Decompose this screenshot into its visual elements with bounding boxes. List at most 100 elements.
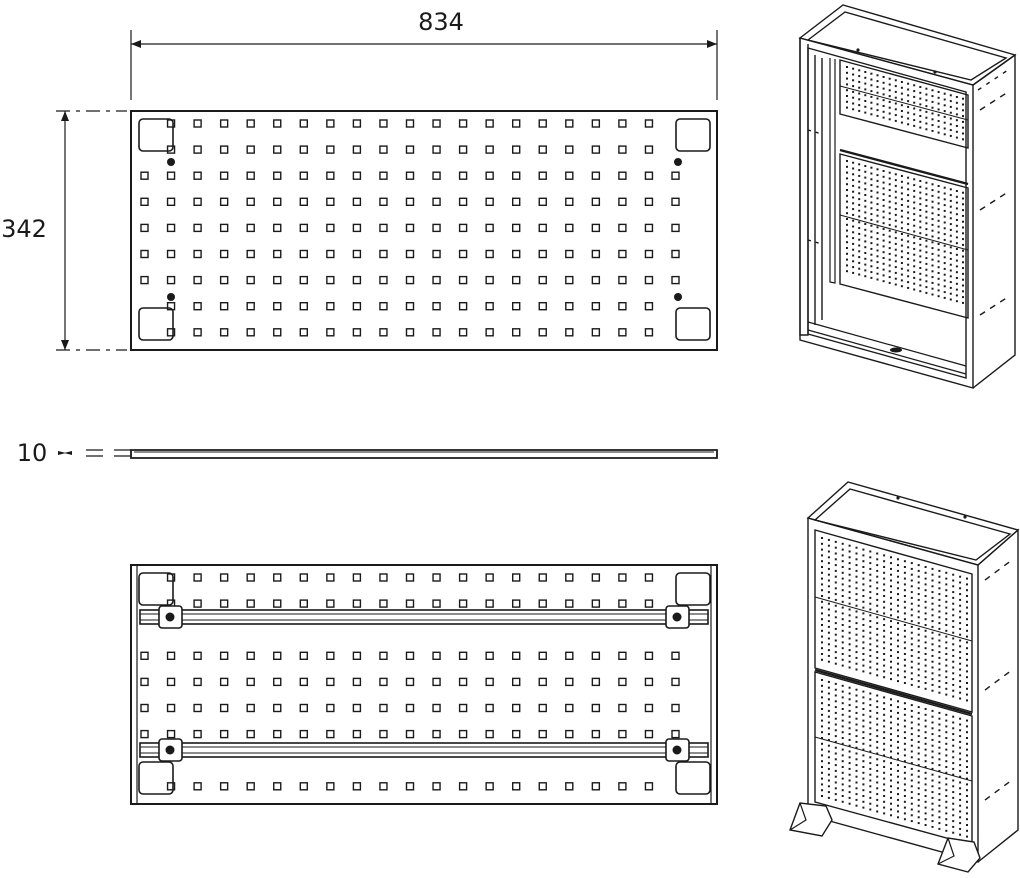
cabinet-hole: [924, 766, 927, 768]
cabinet-hole: [931, 247, 934, 250]
cabinet-hole: [862, 647, 865, 650]
cabinet-hole: [864, 182, 867, 185]
cabinet-hole: [903, 771, 906, 774]
cabinet-hole: [938, 787, 941, 790]
cabinet-hole: [913, 95, 916, 98]
cabinet-hole: [952, 756, 955, 759]
cabinet-hole: [952, 820, 955, 823]
cabinet-hole: [959, 668, 962, 671]
perforation-hole: [591, 328, 601, 337]
cabinet-hole: [876, 729, 879, 732]
cabinet-hole: [913, 271, 916, 274]
cabinet-hole: [855, 804, 858, 807]
cabinet-hole: [890, 614, 892, 617]
cabinet-hole: [821, 789, 823, 792]
cabinet-hole: [924, 566, 927, 568]
cabinet-hole: [917, 787, 920, 790]
cabinet-hole: [890, 767, 892, 770]
cabinet-hole: [903, 595, 906, 597]
cabinet-hole: [938, 798, 941, 801]
cabinet-hole: [890, 727, 892, 730]
cabinet-hole: [870, 201, 873, 204]
cabinet-hole: [848, 567, 851, 570]
cabinet-hole: [925, 239, 928, 242]
perforation-hole: [219, 275, 229, 285]
perforation-hole: [485, 729, 494, 739]
cabinet-hole: [959, 633, 962, 636]
cabinet-hole: [910, 614, 913, 617]
perforation-hole: [299, 782, 308, 791]
cabinet-hole: [841, 731, 844, 734]
cabinet-hole: [858, 256, 861, 259]
cabinet-hole: [959, 723, 962, 726]
perforation-hole: [140, 703, 149, 713]
cabinet-hole: [924, 824, 927, 826]
cabinet-hole: [949, 199, 952, 202]
cabinet-hole: [852, 96, 855, 99]
cabinet-hole: [890, 733, 892, 736]
cabinet-hole: [945, 795, 948, 797]
cabinet-hole: [888, 206, 891, 209]
cabinet-hole: [962, 120, 964, 123]
cabinet-hole: [966, 748, 968, 751]
cabinet-hole: [883, 766, 886, 768]
cabinet-hole: [855, 598, 858, 601]
cabinet-hole: [937, 219, 940, 222]
cabinet-hole: [882, 274, 885, 277]
cabinet-hole: [907, 263, 910, 266]
cabinet-hole: [869, 773, 872, 776]
cabinet-hole: [955, 277, 958, 279]
cabinet-hole: [827, 556, 830, 559]
cabinet-hole: [852, 79, 855, 82]
cabinet-hole: [876, 220, 879, 223]
cabinet-hole: [894, 260, 897, 263]
cabinet-hole: [876, 651, 879, 654]
cabinet-hole: [913, 247, 916, 250]
cabinet-hole: [876, 203, 879, 206]
cabinet-hole: [876, 185, 879, 188]
cabinet-hole: [924, 653, 927, 655]
cabinet-hole: [862, 624, 865, 626]
cabinet-hole: [917, 706, 920, 709]
cabinet-hole: [894, 85, 897, 88]
cabinet-hole: [917, 674, 920, 677]
perforation-hole: [299, 302, 308, 311]
cabinet-hole: [876, 746, 879, 749]
cabinet-hole: [938, 622, 941, 625]
cabinet-hole: [938, 781, 941, 784]
cabinet-hole: [876, 668, 879, 671]
cabinet-hole: [862, 719, 865, 722]
cabinet-hole: [931, 779, 934, 782]
perforation-hole: [299, 677, 308, 687]
cabinet-hole: [917, 610, 920, 613]
perforation-hole: [166, 729, 176, 739]
cabinet-hole: [938, 711, 941, 714]
perforation-hole: [379, 197, 388, 207]
perforation-hole: [485, 651, 494, 660]
cabinet-hole: [870, 247, 873, 250]
cabinet-hole: [864, 199, 867, 202]
perforation-hole: [299, 651, 308, 660]
cabinet-hole: [925, 193, 928, 196]
cabinet-hole: [827, 649, 830, 652]
cabinet-hole: [834, 558, 837, 561]
perforation-hole: [618, 328, 627, 337]
cabinet-hole: [949, 275, 952, 278]
cabinet-hole: [966, 795, 968, 797]
cabinet-hole: [931, 802, 934, 805]
cabinet-hole: [966, 658, 968, 661]
cabinet-hole: [931, 264, 934, 267]
cabinet-hole: [882, 280, 885, 283]
cabinet-hole: [910, 820, 913, 823]
cabinet-hole: [858, 261, 861, 264]
cabinet-hole: [858, 75, 861, 78]
perforation-hole: [618, 302, 627, 311]
perforation-hole: [166, 782, 176, 791]
cabinet-hole: [962, 197, 964, 200]
cabinet-hole: [945, 783, 948, 786]
cabinet-hole: [858, 98, 861, 101]
height-dimension: 342: [1, 110, 127, 351]
cabinet-hole: [869, 802, 872, 805]
cabinet-hole: [855, 575, 858, 578]
cabinet-hole: [869, 738, 872, 741]
